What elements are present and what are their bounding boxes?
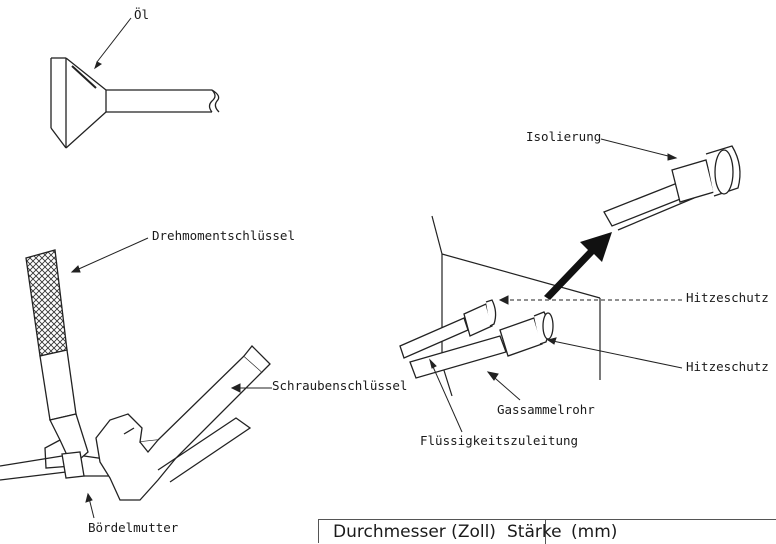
col-thickness: Stärke <box>507 522 562 542</box>
heat-shield-label-1: Hitzeschutz <box>686 290 769 305</box>
wall-drawing <box>431 215 601 397</box>
torque-wrench-drawing <box>25 249 89 469</box>
flare-fitting-drawing <box>50 57 220 149</box>
gas-pipe-label: Gassammelrohr <box>497 402 595 417</box>
insulated-pipe-drawing <box>603 145 741 231</box>
heat-shield-label-2: Hitzeschutz <box>686 359 769 374</box>
direction-arrow <box>544 232 612 300</box>
torque-wrench-label: Drehmomentschlüssel <box>152 228 295 243</box>
insulation-table-header: Durchmesser (Zoll) Stärke (mm) <box>318 519 776 544</box>
col-thickness-unit: (mm) <box>571 522 618 542</box>
column-divider <box>545 520 547 544</box>
liquid-pipe-label: Flüssigkeitszuleitung <box>420 433 579 448</box>
torque-wrench-leaders <box>70 237 272 519</box>
oil-leader <box>94 17 132 70</box>
col-diameter: Durchmesser (Zoll) <box>333 522 496 542</box>
insulation-label: Isolierung <box>526 129 602 144</box>
oil-label: Öl <box>134 7 150 22</box>
right-leaders <box>429 138 683 433</box>
flare-nut-label: Bördelmutter <box>88 520 179 535</box>
pipes-drawing <box>399 299 554 379</box>
spanner-drawing <box>95 345 271 501</box>
pipe-left <box>0 451 113 481</box>
wrench-label: Schraubenschlüssel <box>272 378 408 393</box>
